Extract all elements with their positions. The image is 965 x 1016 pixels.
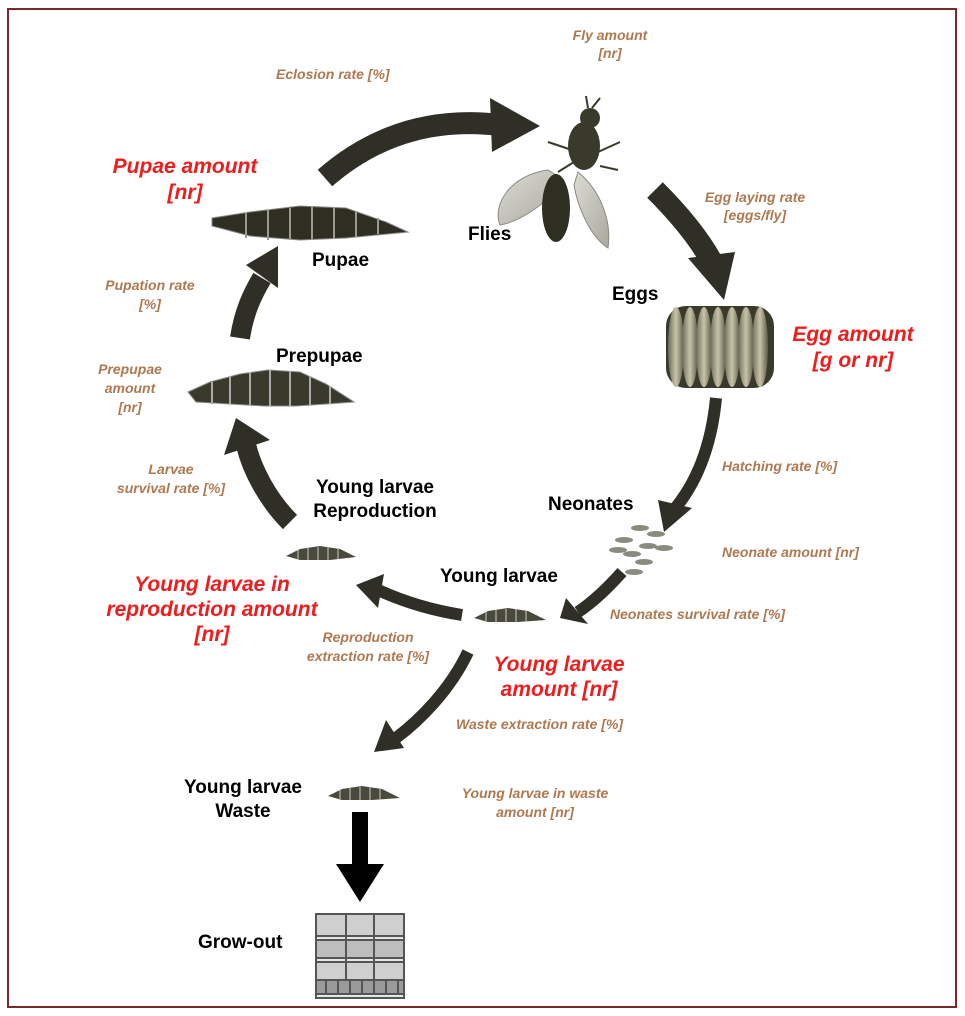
arrow-eggs-to-neonates xyxy=(658,397,722,532)
stage-young-larvae-waste-line1: Young larvae xyxy=(184,777,302,798)
amount-pupae: Pupae amount [nr] xyxy=(100,154,270,206)
rate-pupation: Pupation rate [%] xyxy=(90,276,210,314)
rate-reproduction-extraction-line1: Reproduction xyxy=(322,629,414,645)
rate-reproduction-extraction-line2: extraction rate [%] xyxy=(306,648,430,664)
rate-pupation-line2: [%] xyxy=(139,296,161,312)
amount-egg: Egg amount [g or nr] xyxy=(778,322,928,374)
rate-young-larvae-in-waste-amount-line1: Young larvae in waste xyxy=(461,785,609,801)
stage-young-larvae-reproduction: Young larvae Reproduction xyxy=(290,476,460,524)
rate-waste-extraction: Waste extraction rate [%] xyxy=(456,716,624,732)
amount-egg-line2: [g or nr] xyxy=(812,349,894,372)
pupae-icon xyxy=(211,205,410,241)
arrow-young-larvae-to-reproduction xyxy=(356,574,463,621)
diagram-frame xyxy=(7,8,957,1008)
rate-eclosion: Eclosion rate [%] xyxy=(276,66,390,82)
rate-larvae-survival-line2: survival rate [%] xyxy=(116,480,226,496)
amount-young-larvae-line2: amount [nr] xyxy=(500,678,618,701)
rate-neonates-survival: Neonates survival rate [%] xyxy=(610,606,786,622)
amount-young-larvae-reproduction: Young larvae in reproduction amount [nr] xyxy=(90,572,334,647)
rate-prepupae-amount-line1: Prepupae xyxy=(98,361,162,377)
rate-prepupae-amount-line3: [nr] xyxy=(118,399,142,415)
rate-reproduction-extraction: Reproduction extraction rate [%] xyxy=(290,628,446,666)
arrow-reproduction-to-prepupae xyxy=(224,418,298,530)
rate-larvae-survival-line1: Larvae xyxy=(148,461,194,477)
amount-young-larvae-reproduction-line2: reproduction amount xyxy=(106,598,318,621)
rate-fly-amount: Fly amount [nr] xyxy=(540,26,680,62)
rate-prepupae-amount-line2: amount xyxy=(104,380,156,396)
fly-icon xyxy=(497,95,621,249)
arrow-neonates-to-young-larvae xyxy=(560,568,627,624)
amount-pupae-line2: [nr] xyxy=(167,181,203,204)
stage-grow-out: Grow-out xyxy=(198,932,283,953)
stage-young-larvae: Young larvae xyxy=(440,566,558,587)
amount-young-larvae: Young larvae amount [nr] xyxy=(474,652,644,702)
rate-prepupae-amount: Prepupae amount [nr] xyxy=(82,360,178,417)
rate-egg-laying: Egg laying rate [eggs/fly] xyxy=(680,188,830,224)
young-larvae-waste-icon xyxy=(328,786,400,800)
grow-out-crates-icon xyxy=(315,913,405,999)
stage-neonates: Neonates xyxy=(548,494,634,515)
stage-prepupae: Prepupae xyxy=(276,346,363,367)
stage-pupae: Pupae xyxy=(312,250,370,271)
arrow-prepupae-to-pupae xyxy=(230,246,278,340)
rate-egg-laying-line1: Egg laying rate xyxy=(704,189,806,205)
rate-fly-amount-line2: [nr] xyxy=(598,45,622,61)
amount-young-larvae-line1: Young larvae xyxy=(493,653,625,676)
rate-young-larvae-in-waste-amount: Young larvae in waste amount [nr] xyxy=(440,784,630,822)
stage-young-larvae-waste-line2: Waste xyxy=(215,801,271,822)
stage-flies: Flies xyxy=(468,224,512,245)
rate-young-larvae-in-waste-amount-line2: amount [nr] xyxy=(496,804,574,820)
arrow-young-larvae-to-waste xyxy=(374,649,474,752)
rate-hatching: Hatching rate [%] xyxy=(722,458,838,474)
arrow-flies-to-eggs xyxy=(647,182,735,300)
amount-young-larvae-reproduction-line1: Young larvae in xyxy=(134,573,290,596)
rate-egg-laying-line2: [eggs/fly] xyxy=(723,207,787,223)
stage-young-larvae-reproduction-line2: Reproduction xyxy=(313,501,437,522)
arrow-pupae-to-flies xyxy=(317,98,540,187)
stage-young-larvae-waste: Young larvae Waste xyxy=(168,776,318,824)
rate-neonate-amount: Neonate amount [nr] xyxy=(722,544,859,560)
arrow-waste-to-grow-out xyxy=(336,812,384,902)
young-larvae-reproduction-icon xyxy=(286,546,356,560)
young-larvae-icon xyxy=(474,608,546,622)
rate-larvae-survival: Larvae survival rate [%] xyxy=(106,460,236,498)
prepupae-icon xyxy=(187,369,356,407)
amount-egg-line1: Egg amount xyxy=(792,323,914,346)
stage-young-larvae-reproduction-line1: Young larvae xyxy=(316,477,434,498)
amount-young-larvae-reproduction-line3: [nr] xyxy=(194,623,230,646)
rate-fly-amount-line1: Fly amount xyxy=(572,27,648,43)
stage-eggs: Eggs xyxy=(612,284,659,305)
eggs-icon xyxy=(666,306,774,388)
rate-pupation-line1: Pupation rate xyxy=(105,277,195,293)
neonates-icon xyxy=(609,525,673,575)
amount-pupae-line1: Pupae amount xyxy=(112,155,258,178)
